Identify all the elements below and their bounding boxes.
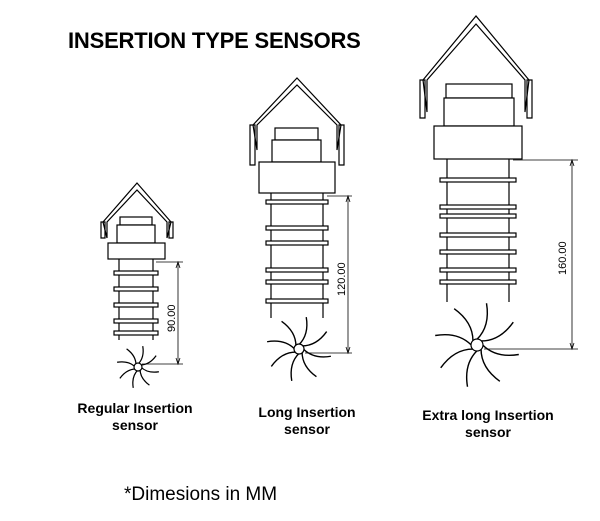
long-caption-line2: sensor (284, 421, 330, 437)
extra-long-caption-line2: sensor (465, 424, 511, 440)
dimensions-footnote: *Dimesions in MM (124, 484, 278, 505)
extra-long-sensor-drawing (419, 15, 578, 388)
regular-caption-line2: sensor (112, 417, 158, 433)
regular-sensor-caption: Regular Insertion sensor (60, 400, 210, 434)
extra-long-dimension-label: 160.00 (557, 241, 569, 275)
regular-sensor-drawing (100, 182, 183, 389)
regular-dimension-label: 90.00 (166, 304, 178, 332)
extra-long-caption-line1: Extra long Insertion (422, 407, 554, 423)
page-title: INSERTION TYPE SENSORS (68, 28, 361, 53)
long-caption-line1: Long Insertion (258, 404, 356, 420)
extra-long-sensor-caption: Extra long Insertion sensor (398, 407, 578, 441)
long-dimension-label: 120.00 (336, 262, 348, 296)
long-sensor-drawing (249, 77, 352, 382)
long-sensor-caption: Long Insertion sensor (232, 404, 382, 438)
regular-caption-line1: Regular Insertion (77, 400, 193, 416)
